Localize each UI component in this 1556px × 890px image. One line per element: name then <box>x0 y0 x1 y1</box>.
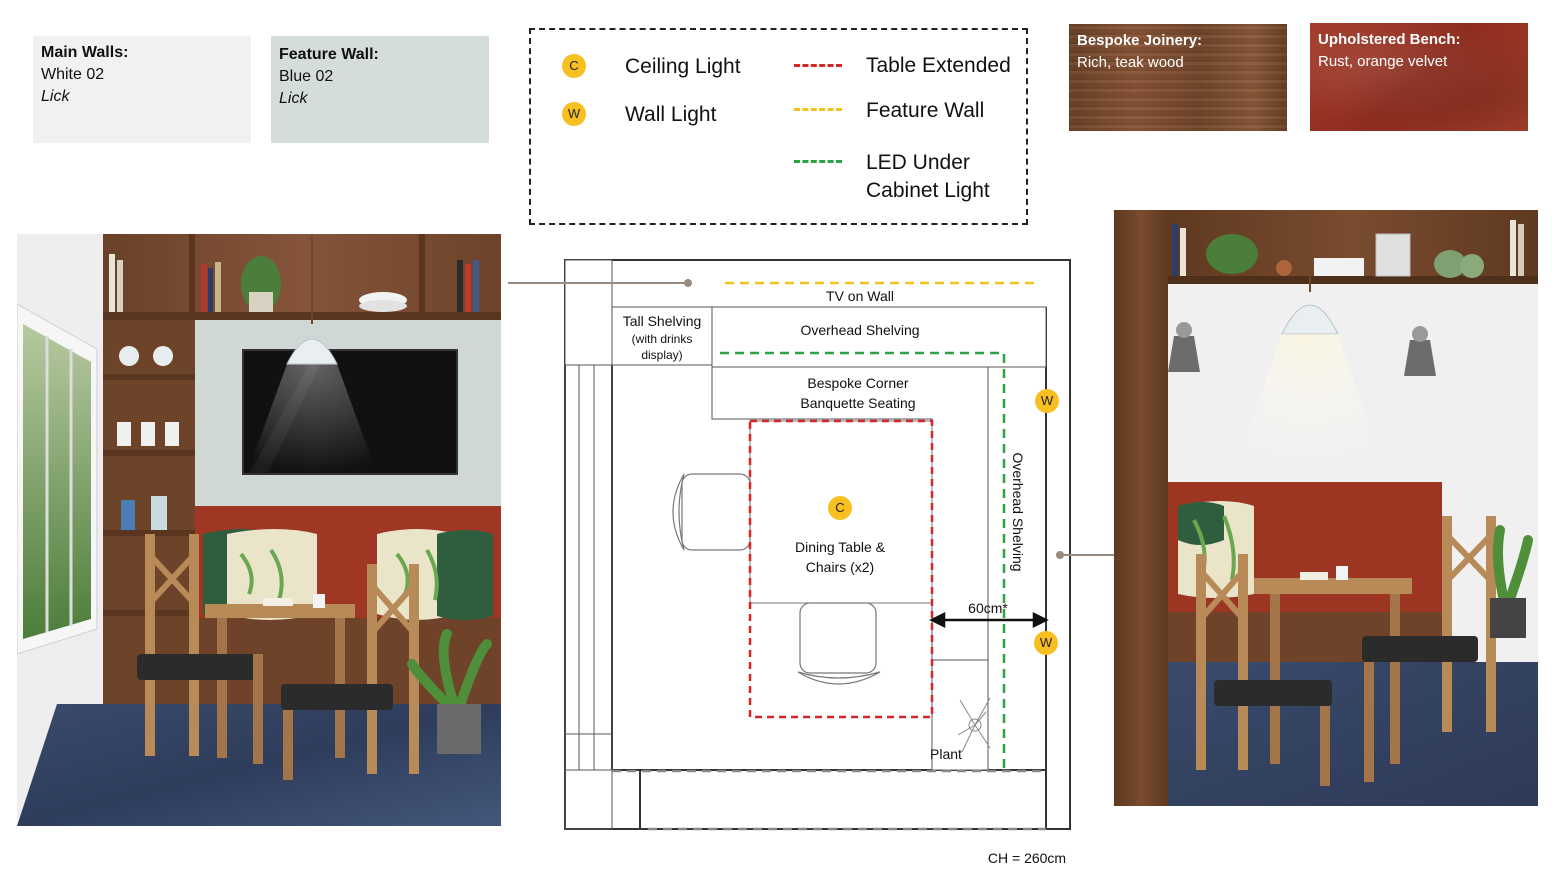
dining-table-label-1: Dining Table & <box>794 539 886 555</box>
bench-value: Rust, orange velvet <box>1318 53 1448 70</box>
legend-wall-light-icon: W <box>562 102 586 126</box>
legend-ceiling-light-icon: C <box>562 54 586 78</box>
feature-wall-brand: Lick <box>279 90 308 107</box>
legend-ceiling-light-label: Ceiling Light <box>625 55 741 78</box>
table-extended-outline <box>748 419 934 719</box>
drinks-display-label-1: (with drinks <box>631 332 693 346</box>
overhead-shelving-side-label: Overhead Shelving <box>1010 452 1026 572</box>
tv-wall-recess <box>564 259 613 366</box>
legend-led-line <box>794 160 842 163</box>
plan-wall-light-icon-1: W <box>1035 389 1059 413</box>
left-interior-render <box>17 234 501 826</box>
legend-feature-wall-line <box>794 108 842 111</box>
joinery-value: Rich, teak wood <box>1077 54 1184 71</box>
legend-table-extended-label: Table Extended <box>866 54 1011 77</box>
clearance-label: 60cm* <box>968 600 1008 616</box>
tall-shelving-label: Tall Shelving <box>622 313 702 329</box>
overhead-shelving-top-label: Overhead Shelving <box>800 322 920 338</box>
main-walls-title: Main Walls: <box>41 44 129 61</box>
left-render-art <box>17 234 501 826</box>
main-walls-brand: Lick <box>41 88 70 105</box>
legend-feature-wall-label: Feature Wall <box>866 99 985 122</box>
plant-label: Plant <box>930 746 962 762</box>
dining-table-label-2: Chairs (x2) <box>805 559 875 575</box>
legend-led-label-2: Cabinet Light <box>866 179 990 202</box>
main-walls-value: White 02 <box>41 66 105 83</box>
legend-wall-light-label: Wall Light <box>625 103 717 126</box>
legend-table-extended-line <box>794 64 842 67</box>
plant-icon <box>957 697 991 753</box>
banquette-label-1: Bespoke Corner <box>807 375 909 391</box>
led-under-cabinet-line <box>720 351 1006 770</box>
main-walls-swatch: Main Walls: White 02 Lick <box>33 36 251 143</box>
feature-wall-value: Blue 02 <box>279 68 334 85</box>
chair-bottom-icon <box>797 602 881 685</box>
photo-connector-left <box>508 279 692 287</box>
overhead-shelving-box <box>711 306 1047 368</box>
right-interior-render <box>1114 210 1538 806</box>
bench-title: Upholstered Bench: <box>1318 31 1461 48</box>
tv-on-wall-label: TV on Wall <box>826 288 894 304</box>
plan-wall-light-icon-2: W <box>1034 631 1058 655</box>
photo-connector-right <box>1056 551 1114 559</box>
plan-window <box>564 364 613 830</box>
plan-ceiling-light-icon: C <box>828 496 852 520</box>
chair-left-icon <box>672 473 751 551</box>
ceiling-height-label: CH = 260cm <box>987 850 1067 866</box>
legend-box: C Ceiling Light W Wall Light Table Exten… <box>529 28 1028 225</box>
banquette-label-2: Banquette Seating <box>800 395 916 411</box>
joinery-swatch: Bespoke Joinery: Rich, teak wood <box>1069 24 1287 131</box>
joinery-title: Bespoke Joinery: <box>1077 32 1203 49</box>
legend-led-label-1: LED Under <box>866 151 970 174</box>
feature-wall-title: Feature Wall: <box>279 46 379 63</box>
feature-wall-swatch: Feature Wall: Blue 02 Lick <box>271 36 489 143</box>
clearance-arrow <box>929 611 1049 629</box>
bench-swatch: Upholstered Bench: Rust, orange velvet <box>1310 23 1528 131</box>
right-render-art <box>1114 210 1538 806</box>
drinks-display-label-2: display) <box>641 348 683 362</box>
